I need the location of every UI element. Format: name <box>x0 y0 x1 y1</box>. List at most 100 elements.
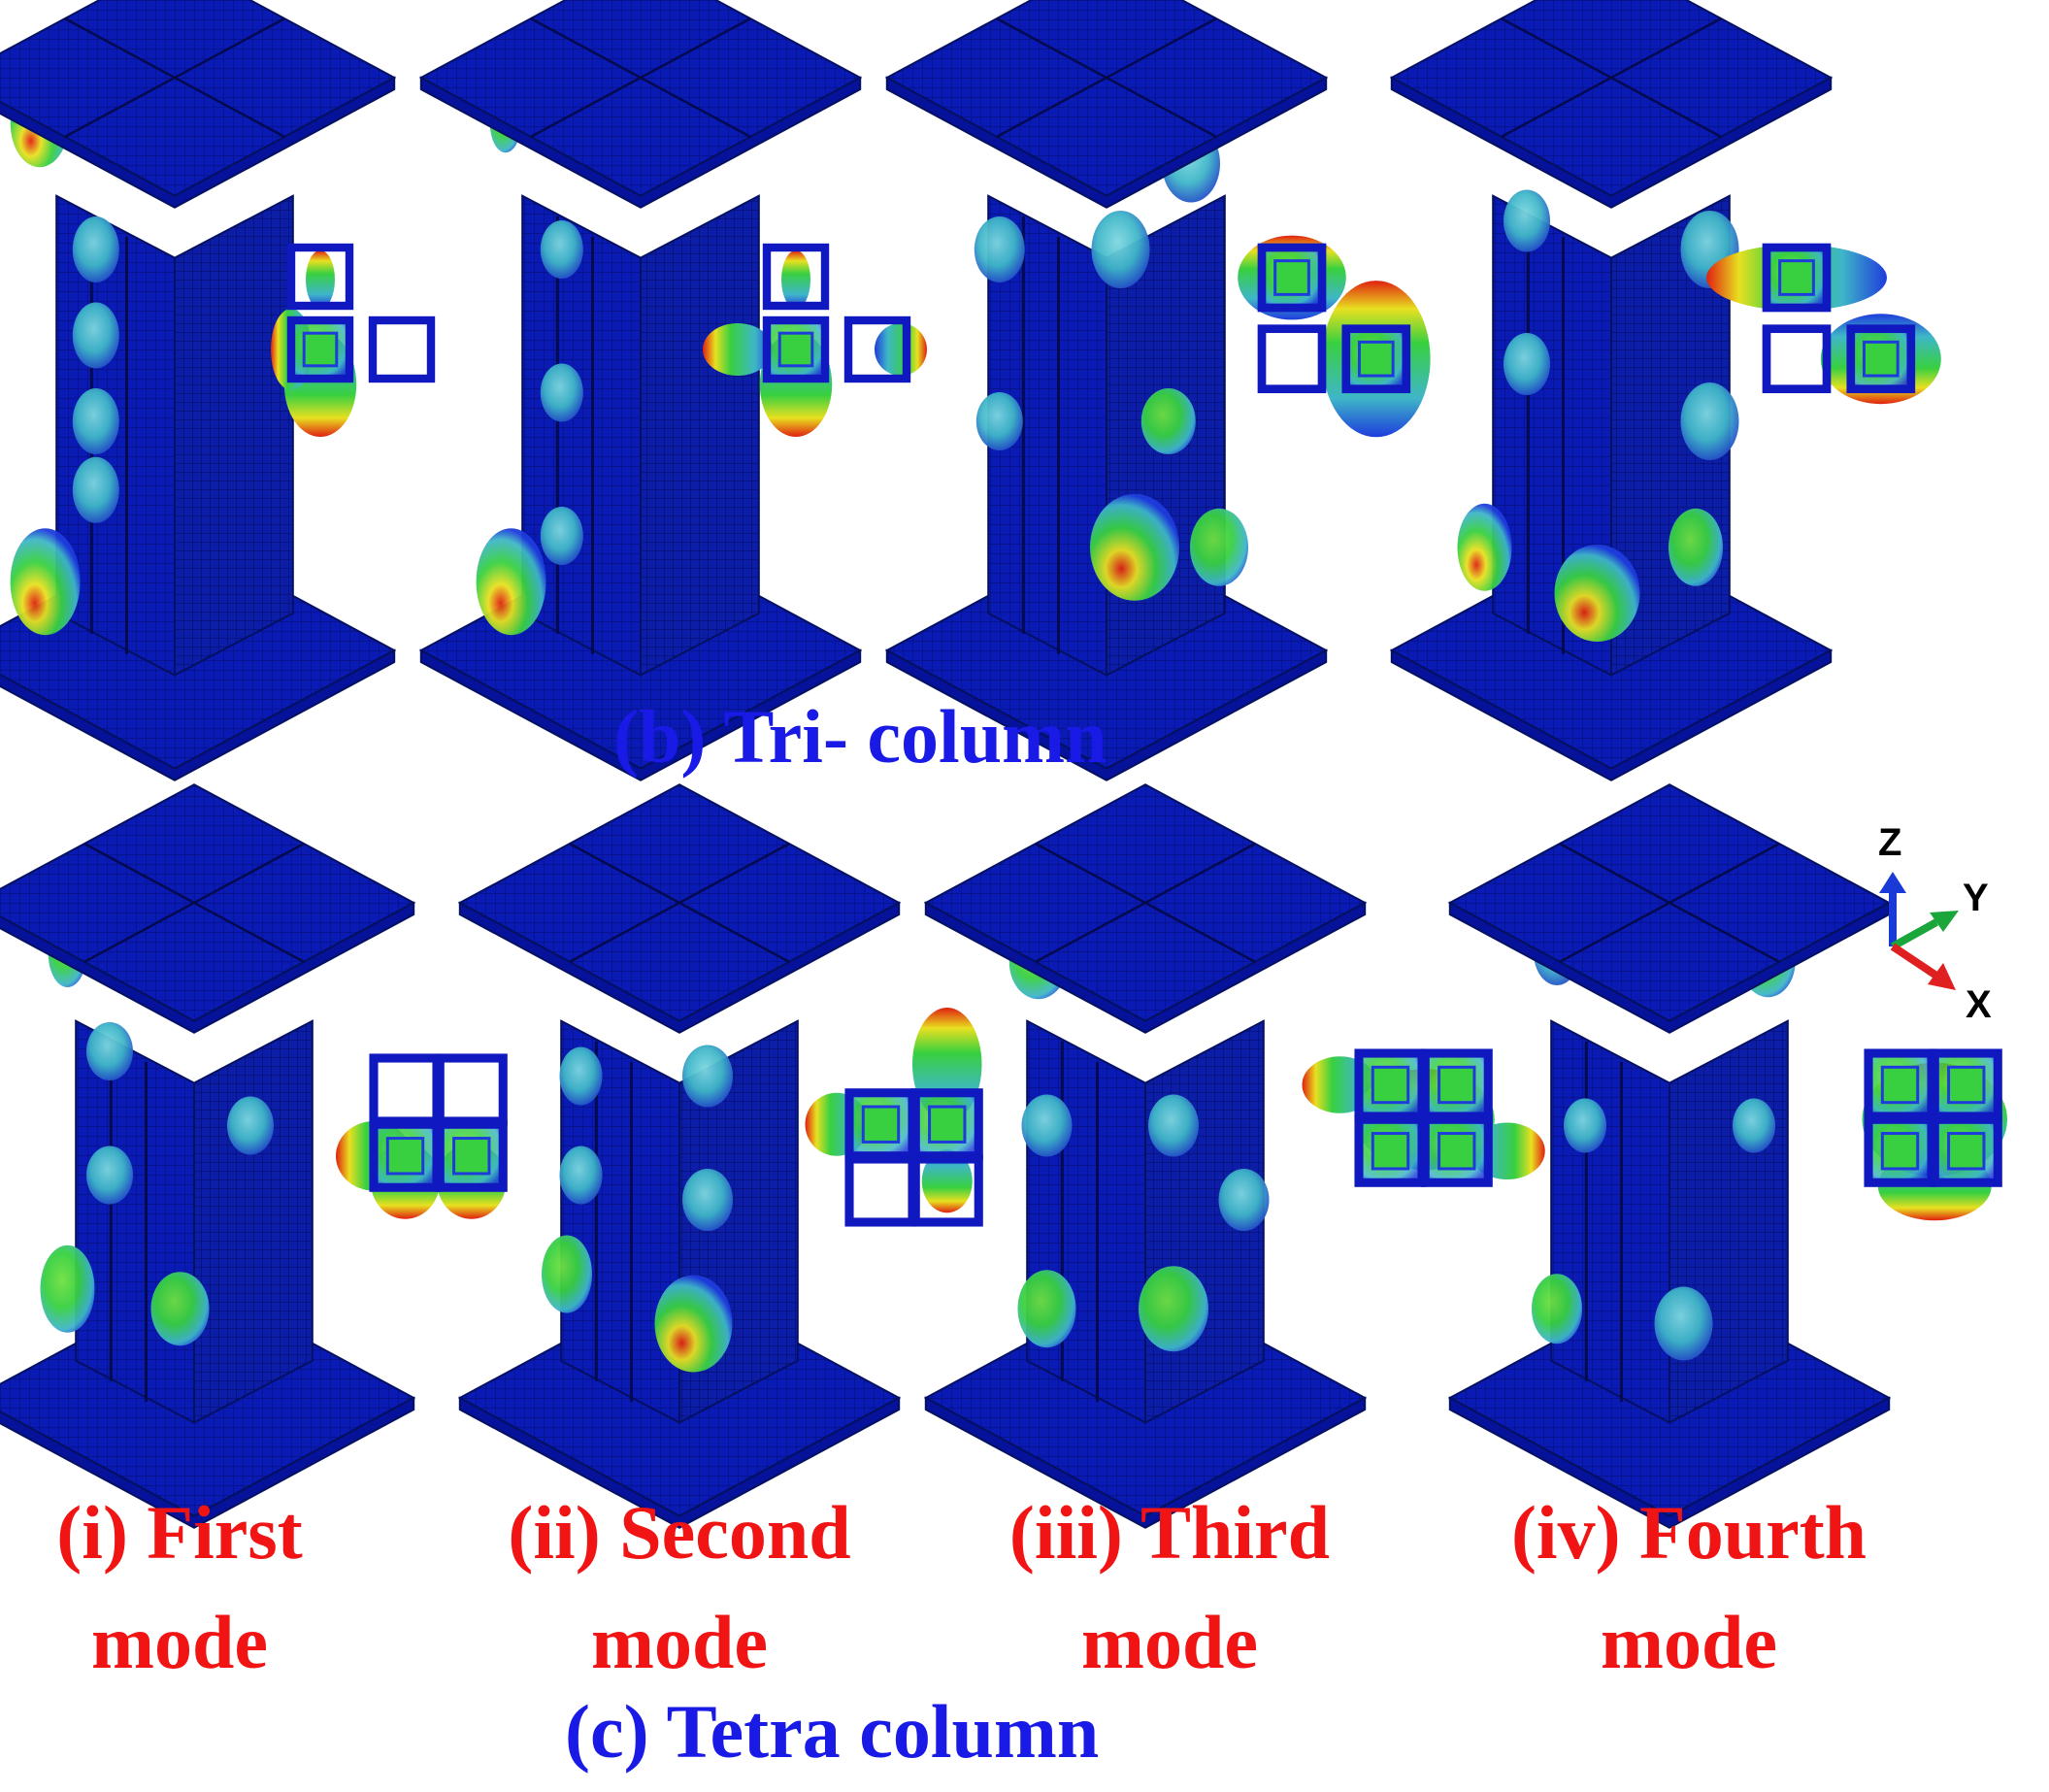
tri-column-mode-3-top-plate-line-b <box>996 17 1217 139</box>
tetra-section-mode-4-tube-core-3 <box>1947 1132 1986 1171</box>
tri-section-mode-4-tube-1 <box>1762 324 1832 394</box>
tetra-column-mode-1-bulge-2 <box>40 1244 95 1333</box>
tetra-section-mode-2-tube-core-0 <box>861 1105 901 1144</box>
tri-column-mode-3-bulge-0 <box>974 216 1025 282</box>
tetra-column-mode-1-base-plate-edge <box>0 1396 415 1529</box>
tri-column-mode-2-bulge-4 <box>540 507 583 565</box>
triad-y-arrow <box>1930 911 1959 932</box>
tetra-column-mode-2-bulge-3 <box>559 1046 603 1106</box>
tri-column-mode-1-top-plate-edge <box>0 76 396 209</box>
tri-column-mode-4-top-plate-line-b <box>1501 17 1722 139</box>
triad-z-arrow <box>1879 872 1906 893</box>
tri-column-mode-4-bulge-6 <box>1669 508 1723 586</box>
tetra-column-mode-4-base-plate-edge <box>1448 1396 1891 1529</box>
tetra-column-mode-3-bulge-3 <box>1139 1266 1208 1352</box>
tri-column-mode-4-top-plate <box>1389 0 1834 197</box>
tetra-column-mode-2-top-plate-line-b <box>569 842 790 964</box>
tetra-section-mode-3-tube-core-3 <box>1438 1132 1476 1171</box>
tri-section-mode-1-tube-0 <box>286 243 354 311</box>
tetra-column-mode-2-bulge-5 <box>682 1045 733 1108</box>
mode-label-second-line2: mode <box>591 1600 768 1684</box>
tri-section-mode-2-lobe-3 <box>875 323 927 376</box>
tri-column-mode-1-bulge-4 <box>72 388 119 454</box>
tri-column-mode-2-body-right-face <box>640 194 760 678</box>
tri-column-mode-4-bulge-3 <box>1680 382 1739 460</box>
tetra-column-mode-4-body-right-face <box>1669 1019 1789 1425</box>
tri-column-mode-3-bulge-4 <box>1140 388 1196 454</box>
tri-section-mode-2-lobe-2 <box>703 323 773 376</box>
tetra-column-mode-3-body-left-face <box>1026 1019 1146 1425</box>
mode-label-fourth-line1: (iv) Fourth <box>1510 1490 1867 1575</box>
mode-label-third: (iii) Third mode <box>975 1495 1364 1680</box>
tri-section-mode-1-lobe-0 <box>306 250 335 309</box>
tri-column-mode-2-bulge-3 <box>540 363 583 422</box>
tetra-column-mode-3-bulge-6 <box>1218 1169 1270 1231</box>
tri-column-mode-2-top-plate-edge <box>419 76 862 209</box>
tetra-column-mode-2-bulge-1 <box>654 1275 733 1373</box>
tri-column-mode-4-bulge-0 <box>1457 503 1512 591</box>
section-b-caption: (b) Tri- column <box>613 694 1107 779</box>
tetra-section-mode-3-tube-core-1 <box>1438 1065 1476 1105</box>
tri-column-mode-1-top-plate <box>0 0 397 197</box>
triad-x-label: X <box>1966 983 1992 1026</box>
tri-column-mode-3-top-plate <box>884 0 1329 197</box>
tri-section-mode-1-tube-core-1 <box>302 331 339 368</box>
tetra-column-mode-2-top-plate-edge <box>458 901 901 1034</box>
tetra-column-mode-4 <box>1447 783 1892 1529</box>
tetra-column-mode-4-bulge-4 <box>1564 1098 1606 1153</box>
tri-column-mode-1-bulge-2 <box>72 216 119 282</box>
tetra-section-mode-1-tube-0 <box>369 1053 442 1126</box>
tetra-section-mode-4-tube-core-1 <box>1947 1065 1986 1105</box>
tri-column-mode-2 <box>418 0 863 781</box>
tri-column-mode-1-top-plate-line-b <box>64 17 285 139</box>
tri-column-mode-2-bulge-1 <box>476 528 546 636</box>
tri-column-mode-2-top-plate-line-b <box>530 17 751 139</box>
mode-label-first-line1: (i) First <box>56 1490 303 1575</box>
tetra-column-mode-1-bulge-4 <box>86 1022 133 1080</box>
tri-column-mode-1-bulge-5 <box>72 456 119 523</box>
triad-y-axis <box>1891 918 1938 950</box>
tri-section-mode-4-tube-core-0 <box>1778 259 1815 296</box>
triad-x-axis <box>1890 943 1939 979</box>
tetra-section-mode-4-tube-2 <box>1864 1114 1936 1187</box>
tetra-column-mode-1 <box>0 783 416 1529</box>
triad-x-arrow <box>1928 963 1956 990</box>
mode-label-fourth: (iv) Fourth mode <box>1485 1495 1893 1680</box>
tetra-section-mode-1-tube-2 <box>369 1119 442 1192</box>
tetra-column-mode-4-bulge-3 <box>1654 1286 1713 1361</box>
tri-column-mode-1 <box>0 0 397 781</box>
tri-column-mode-2-base-plate-edge <box>419 648 862 781</box>
mode-label-third-line2: mode <box>1081 1600 1258 1684</box>
tri-column-mode-3 <box>884 0 1329 781</box>
tri-column-mode-3-base-plate-edge <box>885 648 1328 781</box>
tetra-column-mode-3-base-plate-edge <box>924 1396 1367 1529</box>
tetra-column-mode-2-bulge-2 <box>542 1235 592 1313</box>
tri-section-mode-2-lobe-0 <box>781 250 810 309</box>
tetra-section-mode-2 <box>805 1008 983 1227</box>
tetra-section-mode-3-tube-core-2 <box>1371 1132 1410 1171</box>
tetra-column-mode-3-top-plate-edge <box>924 901 1367 1034</box>
tetra-column-mode-3 <box>923 783 1368 1529</box>
tetra-column-mode-3-top-plate-line-b <box>1035 842 1256 964</box>
tetra-section-mode-2-tube-1 <box>910 1088 983 1161</box>
tri-section-mode-2-tube-core-1 <box>777 331 814 368</box>
tetra-column-mode-3-bulge-4 <box>1021 1094 1073 1157</box>
tri-column-mode-2-top-plate <box>418 0 863 197</box>
tetra-section-mode-1-tube-core-3 <box>452 1137 491 1176</box>
tetra-column-mode-1-top-plate-edge <box>0 901 415 1034</box>
tri-column-mode-4-bulge-1 <box>1554 545 1640 642</box>
tetra-column-mode-2-bulge-6 <box>682 1169 733 1231</box>
tetra-column-mode-1-body-left-face <box>75 1019 195 1425</box>
tri-column-mode-4-base-plate-edge <box>1390 648 1833 781</box>
tri-column-mode-2-bulge-2 <box>540 220 583 279</box>
mode-label-fourth-line2: mode <box>1601 1600 1777 1684</box>
column-models <box>0 0 1892 1529</box>
tri-column-mode-1-bulge-3 <box>72 302 119 369</box>
coordinate-triad <box>1879 872 1959 990</box>
tetra-column-mode-1-body-right-face <box>193 1019 314 1425</box>
tri-section-mode-3-tube-core-2 <box>1357 340 1395 378</box>
tetra-section-mode-3 <box>1302 1048 1545 1187</box>
tetra-section-mode-2-tube-2 <box>844 1154 917 1227</box>
tri-section-mode-1 <box>271 243 436 437</box>
